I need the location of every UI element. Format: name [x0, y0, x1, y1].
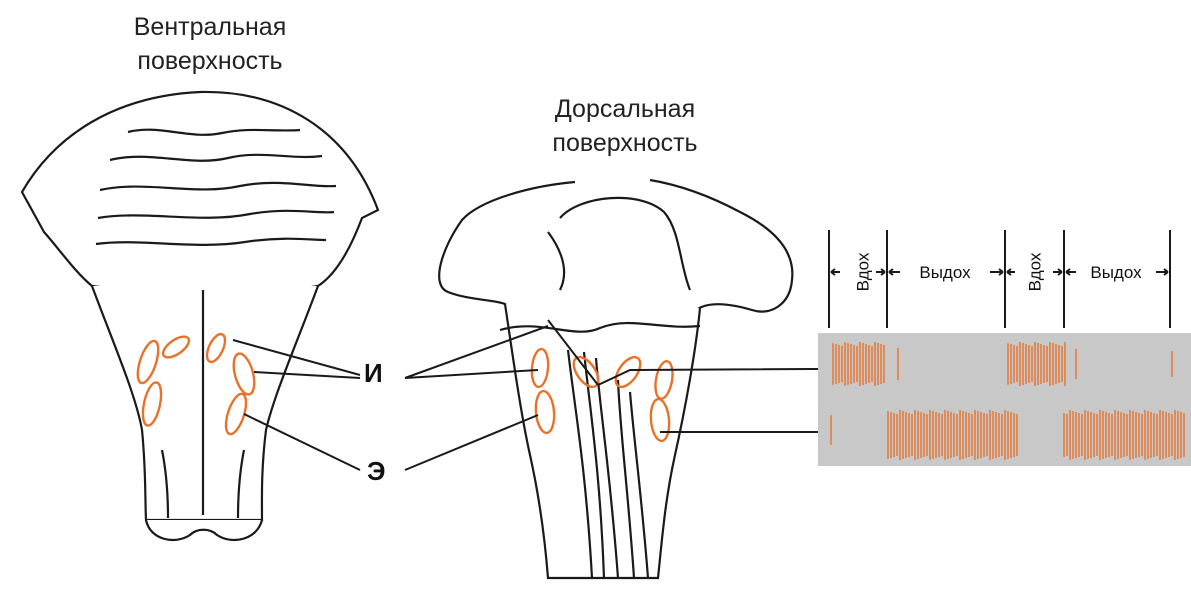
phase-label-inhale-1: Вдох	[853, 252, 872, 291]
phase-arrow	[990, 269, 1003, 275]
phase-arrow	[1066, 269, 1076, 275]
phase-arrow	[1007, 269, 1015, 275]
ventral-brainstem	[22, 92, 378, 540]
phase-arrow	[889, 269, 900, 275]
inspiratory-marker: И	[364, 358, 383, 389]
ventral-pons	[22, 92, 378, 294]
phase-label-exhale-1: Выдох	[919, 263, 971, 282]
phase-arrow	[876, 269, 885, 275]
phase-arrow	[1156, 269, 1168, 275]
ventral-medulla	[92, 286, 318, 520]
expiratory-marker: Э	[367, 456, 386, 487]
phase-arrow	[1053, 269, 1062, 275]
expiratory-pointer	[405, 415, 538, 470]
phase-label-inhale-2: Вдох	[1025, 252, 1044, 291]
dorsal-upper-outline	[439, 180, 792, 326]
ventral-medulla-tip	[146, 520, 262, 540]
phase-label-exhale-2: Выдох	[1090, 263, 1142, 282]
phase-arrow	[831, 269, 840, 275]
